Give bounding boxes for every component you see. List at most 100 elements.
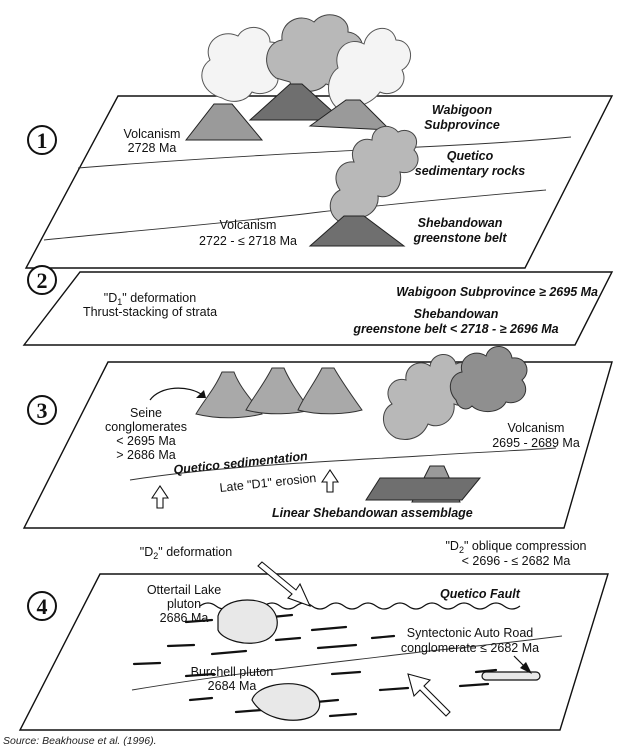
volcano-right [308,99,392,131]
panel-4-boundary [131,635,563,691]
dash [184,672,216,678]
panel-3-number-circle [27,395,57,425]
burchell-line1: Burchell pluton [191,665,274,679]
volcano-center [248,83,344,121]
dash [274,636,302,642]
dash [458,682,490,688]
d1-deformation-sub: 1 [117,297,122,307]
seine-line4: > 2686 Ma [116,448,175,462]
linear-shebandowan-label: Linear Shebandowan assemblage [272,506,473,520]
d1-deformation-post: " deformation [122,291,196,305]
dash [210,649,248,656]
seine-line2: conglomerates [105,420,187,434]
auto-road-line1: Syntectonic Auto Road [407,626,534,640]
d2-oblique-label: "D2" oblique compression [445,539,586,555]
fan-1 [195,371,263,419]
dash [370,634,396,640]
quetico-label-line1: Quetico [447,149,494,163]
burchell-line2: 2684 Ma [208,679,257,693]
ottertail-lake-pluton [217,599,278,644]
seine-line1: Seine [130,406,162,420]
plume-2695 [383,354,475,440]
linear-shebandowan-block [365,477,482,501]
volcanism-2695-label: Volcanism [508,421,565,435]
fan-2 [245,367,311,415]
seine-arrowhead [196,390,206,398]
white-plume-left [201,27,286,102]
d2-arrow-bottom [407,673,451,717]
d2-oblique-post: " oblique compression [464,539,587,553]
white-plume-right [328,28,411,111]
dash [132,661,162,666]
panel-4: 4 "D2" deformation "D2" oblique compress… [18,539,609,731]
panel-4-plane [18,573,609,731]
source-caption: Source: Beakhouse et al. (1996). [3,735,157,747]
panel-2-number-circle [27,265,57,295]
dash [474,668,498,674]
shebandowan-label-line2: greenstone belt [412,231,507,245]
volcanism-bottom-label: Volcanism [220,218,277,232]
d2-oblique-pre: "D [445,539,458,553]
panel-4-number: 4 [37,594,48,619]
panel-3-number: 3 [37,398,48,423]
volcano-2728-left [184,103,264,141]
quetico-boundary [43,189,547,241]
panel-2-plane [22,271,614,346]
panel-2: 2 "D1" deformation Thrust-stacking of st… [22,265,614,346]
dash [330,670,362,676]
dash [166,643,196,648]
age-2722-label: 2722 - ≤ 2718 Ma [199,234,297,248]
panel-4-number-circle [27,591,57,621]
auto-road-arrowhead [520,662,532,674]
panel-1-number: 1 [37,128,48,153]
quetico-label-line2: sedimentary rocks [415,164,526,178]
burchell-pluton [251,683,321,721]
panel-2-number: 2 [37,268,48,293]
volcano-shebandowan [308,215,406,247]
shebandowan-age-line2: greenstone belt < 2718 - ≥ 2696 Ma [352,322,558,336]
erosion-arrow-right [320,469,340,493]
dash [310,625,348,632]
auto-road-line2: conglomerate ≤ 2682 Ma [401,641,539,655]
panel-3: 3 Seine conglomerates < 2695 Ma > 2686 M… [22,346,613,529]
d2-deformation-sub: 2 [153,551,158,561]
plume-2695-dark [449,346,528,412]
dash [188,696,214,702]
d2-oblique-age: < 2696 - ≤ 2682 Ma [462,554,571,568]
d2-arrow-topleft [257,561,312,607]
d2-deformation-post: " deformation [158,545,232,559]
d2-oblique-sub: 2 [459,545,464,555]
seine-line3: < 2695 Ma [116,434,175,448]
quetico-fault-label: Quetico Fault [440,587,521,601]
panel-3-fans [195,346,528,503]
d1-deformation-pre: "D [104,291,117,305]
auto-road-conglomerate [481,671,541,681]
wabigoon-label-line2: Subprovince [424,118,500,132]
dash [378,686,410,692]
shebandowan-age-line1: Shebandowan [414,307,499,321]
age-2728-label: 2728 Ma [128,141,177,155]
ottertail-line3: 2686 Ma [160,611,209,625]
d2-deformation-label: "D2" deformation [140,545,232,561]
ottertail-line2: pluton [167,597,201,611]
dash [184,618,214,624]
wabigoon-age-label: Wabigoon Subprovince ≥ 2695 Ma [396,285,598,299]
dash [328,712,358,718]
dash [316,643,358,650]
plume-shebandowan [329,125,419,223]
panel-1-volcanoes [184,14,419,247]
panel-1: 1 Volcanism 2728 Ma Wabigoon Subprovince… [24,14,614,269]
d1-deformation-label: "D1" deformation [104,291,196,307]
seine-arrow [149,387,205,401]
volcanism-left-label: Volcanism [124,127,181,141]
wabigoon-label-line1: Wabigoon [432,103,493,117]
thrust-stacking-label: Thrust-stacking of strata [83,305,217,319]
d2-deformation-pre: "D [140,545,153,559]
erosion-arrow-left [150,485,170,509]
ottertail-line1: Ottertail Lake [147,583,221,597]
fan-3 [297,367,363,415]
volcanism-2695-age: 2695 - 2689 Ma [492,436,580,450]
dash [234,708,264,714]
shebandowan-label-line1: Shebandowan [418,216,503,230]
